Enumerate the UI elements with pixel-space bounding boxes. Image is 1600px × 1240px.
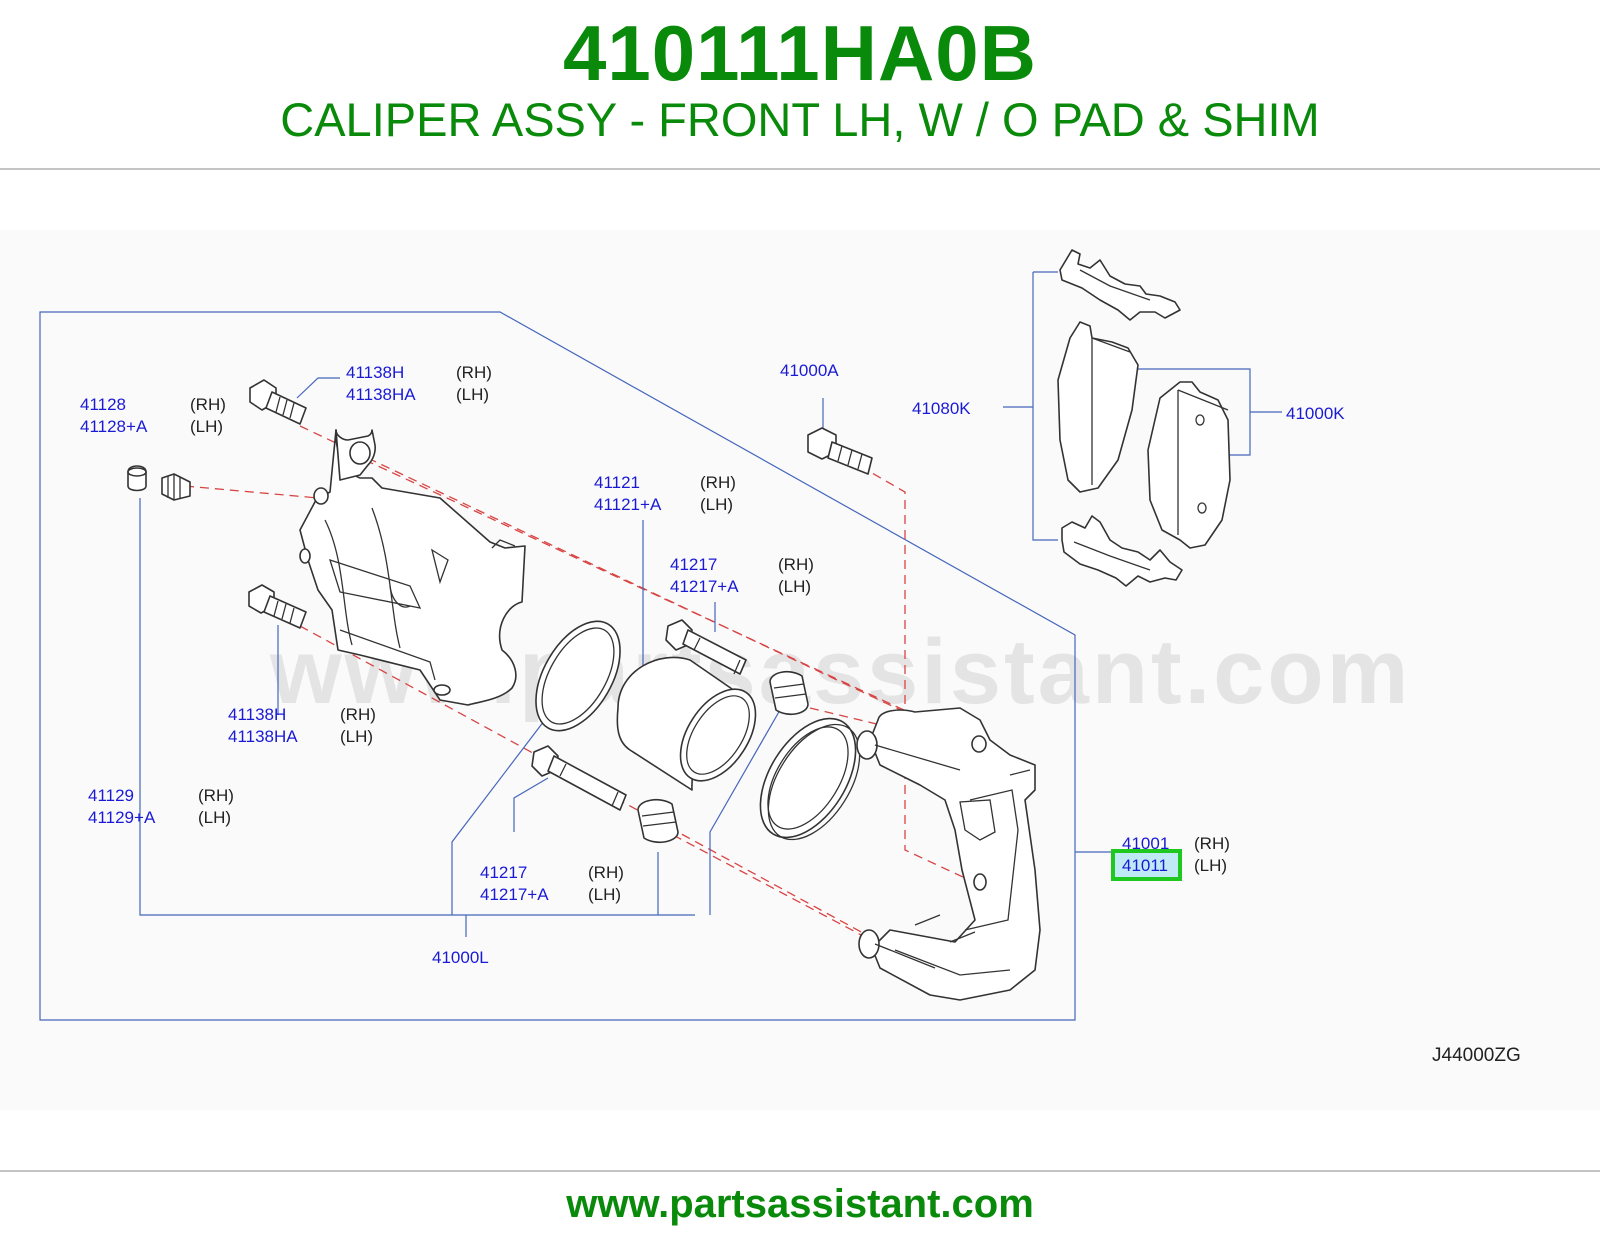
callout-code: 41121 [594, 473, 640, 492]
callout-code: 41138H [346, 363, 404, 382]
header-divider [0, 168, 1600, 170]
pad-shim-lower [1061, 515, 1183, 587]
callout-code: 41000L [432, 948, 489, 967]
callout-41138h-bottom: 41138H 41138HA (RH) (LH) [228, 705, 376, 746]
caliper-bolt-upper [249, 379, 307, 425]
callout-code-highlighted[interactable]: 41011 [1122, 856, 1168, 875]
assembly-boundary [39, 311, 1076, 1021]
callout-code: 41128+A [80, 417, 148, 436]
callout-side: (RH) [700, 473, 736, 492]
callout-41129: 41129 41129+A (RH) (LH) [88, 786, 234, 827]
callout-41000k: 41000K [1286, 404, 1345, 423]
callout-side: (LH) [456, 385, 489, 404]
part-description: CALIPER ASSY - FRONT LH, W / O PAD & SHI… [280, 93, 1320, 146]
exploded-view-diagram: www.partsassistant.com [39, 249, 1521, 1066]
callout-side: (LH) [700, 495, 733, 514]
callout-code: 41001 [1122, 834, 1169, 853]
callout-41128: 41128 41128+A (RH) (LH) [80, 395, 226, 436]
callout-41121: 41121 41121+A (RH) (LH) [594, 473, 736, 514]
callout-code: 41138H [228, 705, 286, 724]
slide-pin-lower [531, 745, 627, 811]
callout-code: 41217 [670, 555, 717, 574]
slide-pin-upper [665, 619, 747, 675]
slide-pin-boot-lower [637, 798, 679, 844]
highlight-box-41011[interactable] [1111, 849, 1182, 881]
callout-side: (RH) [340, 705, 376, 724]
callout-side: (RH) [778, 555, 814, 574]
callout-41138h-top: 41138H 41138HA (RH) (LH) [346, 363, 492, 404]
slide-pin-boot-upper [769, 670, 809, 716]
pad-shim-upper [1059, 249, 1181, 321]
callout-side: (LH) [1194, 856, 1227, 875]
callout-side: (LH) [588, 885, 621, 904]
caliper-piston [616, 656, 757, 791]
brake-pad-outer [1147, 381, 1231, 549]
callout-code: 41138HA [228, 727, 298, 746]
callout-code: 41217 [480, 863, 527, 882]
callout-code: 41129+A [88, 808, 156, 827]
callout-41001: 41001 41011 (RH) (LH) [1111, 834, 1230, 881]
callout-side: (LH) [778, 577, 811, 596]
pad-kit-bracket [1003, 271, 1058, 541]
callout-41217-top: 41217 41217+A (RH) (LH) [670, 555, 814, 596]
callout-41080k: 41080K [912, 399, 971, 418]
caliper-body [299, 429, 526, 706]
callout-code: 41217+A [670, 577, 739, 596]
footer-website-link[interactable]: www.partsassistant.com [566, 1182, 1034, 1226]
callout-side: (RH) [190, 395, 226, 414]
callout-side: (LH) [340, 727, 373, 746]
callout-side: (LH) [198, 808, 231, 827]
callout-code: 41080K [912, 399, 971, 418]
callout-code: 41128 [80, 395, 126, 414]
diagram-reference-code: J44000ZG [1432, 1045, 1521, 1066]
footer-divider [0, 1170, 1600, 1172]
callout-code: 41121+A [594, 495, 662, 514]
callout-41000a: 41000A [780, 361, 839, 380]
callout-side: (RH) [1194, 834, 1230, 853]
piston-seal [535, 620, 621, 732]
part-number-title: 410111HA0B [562, 9, 1038, 97]
callout-code: 41129 [88, 786, 134, 805]
callout-side: (RH) [456, 363, 492, 382]
callout-code: 41138HA [346, 385, 416, 404]
callout-code: 41217+A [480, 885, 549, 904]
callout-side: (RH) [588, 863, 624, 882]
callout-code: 41000K [1286, 404, 1345, 423]
brake-pad-inner [1057, 321, 1139, 493]
leader-lines [139, 377, 1112, 937]
callout-side: (RH) [198, 786, 234, 805]
parts-diagram: www.partsassistant.com [0, 230, 1600, 1110]
caliper-support-bracket [856, 707, 1041, 1001]
callout-41000l: 41000L [432, 948, 489, 967]
page-header: 410111HA0B CALIPER ASSY - FRONT LH, W / … [0, 0, 1600, 170]
piston-dust-boot [759, 717, 861, 841]
torque-member-bolt [807, 427, 873, 475]
pad-bracket-41000k [1132, 368, 1282, 456]
callout-side: (LH) [190, 417, 223, 436]
callout-41217-bottom: 41217 41217+A (RH) (LH) [480, 863, 624, 904]
bleeder-cap-and-screw [127, 465, 191, 501]
caliper-bolt-lower [248, 584, 307, 629]
callout-code: 41000A [780, 361, 839, 380]
